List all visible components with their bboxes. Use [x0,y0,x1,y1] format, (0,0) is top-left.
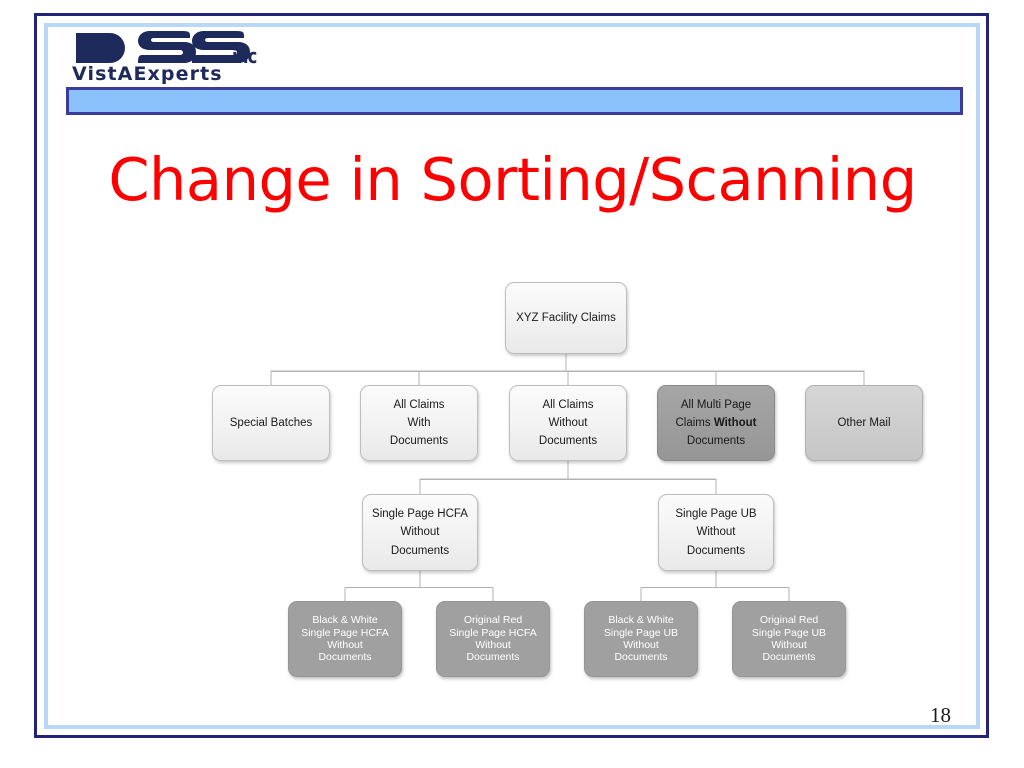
page-title: Change in Sorting/Scanning [108,145,917,214]
node-label-line: All Multi Page [680,398,752,411]
node-label-line: Documents [762,651,816,664]
header-banner-bar [66,87,963,115]
node-label-line: All Claims [393,398,445,411]
dss-wordmark-icon [76,31,250,63]
node-label-line: All Claims [542,398,594,411]
node-label-line: Claims Without [675,416,757,429]
node-label-line: Single Page HCFA [301,626,389,639]
node-label-line: Without [696,526,736,539]
node-label-line: Without [771,639,807,651]
node-label-line: Documents [614,651,668,664]
page-number: 18 [930,703,951,727]
dss-logo: inc VistAExperts [72,30,312,85]
node-label-line: Special Batches [229,416,313,429]
node-label-line: Without [623,639,659,651]
node-label-line: Black & White [608,614,674,627]
node-label-line: Documents [686,435,746,448]
node-label-line: Documents [538,435,598,448]
logo-tagline: VistAExperts [72,63,223,85]
node-label-line: Without [548,416,588,429]
node-label-line: Single Page HCFA [372,508,468,521]
node-label-line: Without [475,639,511,651]
node-label-line: Documents [389,435,449,448]
node-label-line: Single Page UB [675,508,757,521]
node-label-line: Original Red [759,614,819,627]
node-other-mail: Other Mail [805,385,923,461]
node-label-line: Documents [466,651,520,664]
node-label-line: XYZ Facility Claims [516,311,616,324]
node-label-line: Single Page HCFA [449,626,537,639]
node-label-line: Single Page UB [751,626,827,639]
node-root: XYZ Facility Claims [505,282,627,354]
node-label-line: Black & White [312,614,378,627]
node-label-line: Other Mail [837,416,891,429]
node-special-batches: Special Batches [212,385,330,461]
node-label-line: Documents [318,651,372,664]
node-label-line: Without [327,639,363,651]
node-label-line: Documents [390,544,450,557]
node-label-line: Documents [686,544,746,557]
node-label-line: With [407,416,431,429]
node-label-line: Without [400,526,440,539]
node-label-line: Single Page UB [603,626,679,639]
node-label-line: Original Red [463,614,523,627]
logo-suffix: inc [232,44,257,68]
